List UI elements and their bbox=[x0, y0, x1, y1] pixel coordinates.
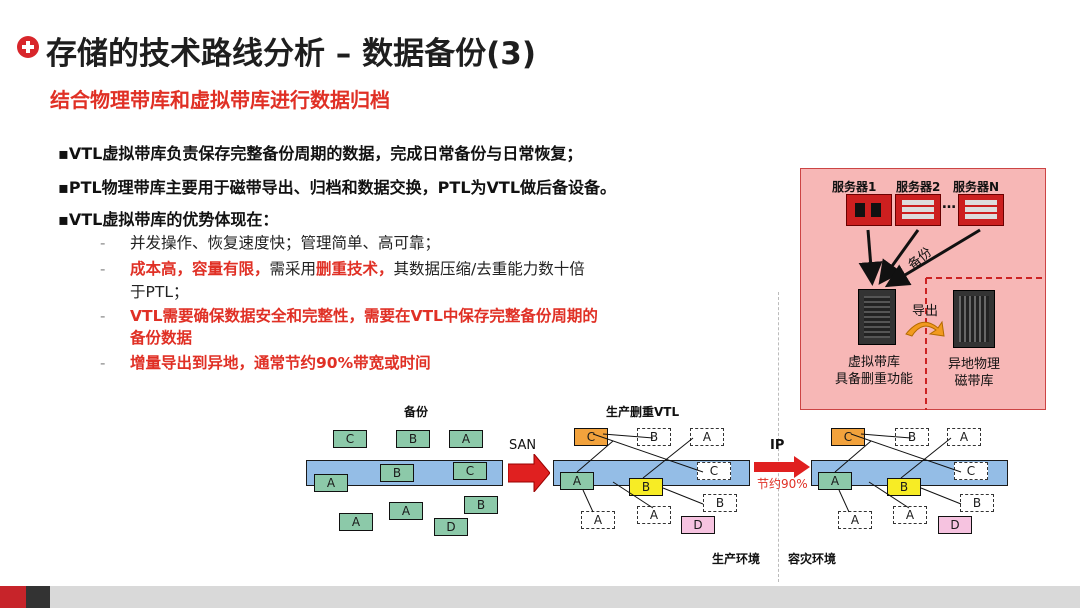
block-ref: A bbox=[581, 511, 615, 529]
sub-item-integrity: VTL需要确保数据安全和完整性，需要在VTL中保存完整备份周期的 bbox=[130, 307, 598, 325]
vertical-divider bbox=[778, 292, 779, 582]
block-b-yellow: B bbox=[629, 478, 663, 496]
dash-marker: - bbox=[100, 307, 106, 325]
page-subtitle: 结合物理带库和虚拟带库进行数据归档 bbox=[50, 88, 390, 112]
vtl-caption: 虚拟带库 具备删重功能 bbox=[826, 354, 922, 388]
block: B bbox=[396, 430, 430, 448]
dr-env-label: 容灾环境 bbox=[788, 552, 837, 566]
block-ref: C bbox=[697, 462, 731, 480]
export-label: 导出 bbox=[912, 304, 939, 319]
dash-marker: - bbox=[100, 260, 106, 278]
bullet-advantages: ▪VTL虚拟带库的优势体现在： bbox=[58, 210, 279, 229]
san-arrow-icon bbox=[508, 454, 550, 492]
block-a-green: A bbox=[818, 472, 852, 490]
block-ref: A bbox=[690, 428, 724, 446]
ip-label: IP bbox=[770, 438, 785, 453]
footer-bar-red bbox=[0, 586, 26, 608]
sub-item-cost: 成本高，容量有限，需采用删重技术，其数据压缩/去重能力数十倍 bbox=[130, 258, 585, 281]
dash-marker: - bbox=[100, 354, 106, 372]
server2-icon bbox=[895, 194, 941, 226]
block-c-orange: C bbox=[574, 428, 608, 446]
block-b-yellow: B bbox=[887, 478, 921, 496]
server1-icon bbox=[846, 194, 892, 226]
block: D bbox=[434, 518, 468, 536]
vtl-caption-line2: 具备删重功能 bbox=[834, 372, 913, 387]
block: B bbox=[380, 464, 414, 482]
block-d-pink: D bbox=[938, 516, 972, 534]
serverN-icon bbox=[958, 194, 1004, 226]
server2-label: 服务器2 bbox=[896, 180, 941, 194]
block-ref: A bbox=[893, 506, 927, 524]
production-env-label: 生产环境 bbox=[712, 552, 761, 566]
backup-arrows bbox=[858, 228, 1046, 410]
ip-arrow-icon bbox=[754, 456, 810, 478]
export-arrow-icon bbox=[905, 320, 945, 337]
plus-circle-icon bbox=[17, 36, 39, 58]
vtl-rack-icon bbox=[858, 289, 896, 345]
sub-item-fast: 并发操作、恢复速度快；管理简单、高可靠； bbox=[130, 234, 441, 252]
ptl-caption: 异地物理 磁带库 bbox=[934, 356, 1014, 390]
block-ref: C bbox=[954, 462, 988, 480]
ptl-caption-line2: 磁带库 bbox=[954, 374, 994, 389]
vtl-caption-line1: 虚拟带库 bbox=[847, 355, 900, 370]
footer-bar-grey bbox=[50, 586, 1080, 608]
sub-item-cost-dedup: 删重技术， bbox=[316, 260, 394, 278]
sub-item-cost-red: 成本高，容量有限， bbox=[130, 260, 270, 278]
block-ref: B bbox=[960, 494, 994, 512]
footer-bar-dark bbox=[26, 586, 50, 608]
block-c-orange: C bbox=[831, 428, 865, 446]
ellipsis: … bbox=[942, 196, 956, 212]
block-d-pink: D bbox=[681, 516, 715, 534]
block: A bbox=[339, 513, 373, 531]
block-ref: A bbox=[838, 511, 872, 529]
block-ref: B bbox=[637, 428, 671, 446]
sub-item-integrity-line2: 备份数据 bbox=[130, 329, 193, 347]
sub-item-cost-rest: 其数据压缩/去重能力数十倍 bbox=[393, 260, 585, 278]
block: A bbox=[449, 430, 483, 448]
dash-marker: - bbox=[100, 234, 106, 252]
block-ref: B bbox=[703, 494, 737, 512]
bullet-vtl: ▪VTL虚拟带库负责保存完整备份周期的数据，完成日常备份与日常恢复； bbox=[58, 144, 583, 163]
ptl-caption-line1: 异地物理 bbox=[947, 357, 1000, 372]
block: C bbox=[453, 462, 487, 480]
block: A bbox=[314, 474, 348, 492]
backup-section-label: 备份 bbox=[404, 405, 429, 419]
saving-label: 节约90% bbox=[757, 477, 808, 491]
block-ref: A bbox=[637, 506, 671, 524]
san-label: SAN bbox=[509, 438, 537, 453]
block-a-green: A bbox=[560, 472, 594, 490]
sub-item-incremental: 增量导出到异地，通常节约90%带宽或时间 bbox=[130, 354, 431, 372]
ptl-rack-icon bbox=[953, 290, 995, 348]
block-ref: A bbox=[947, 428, 981, 446]
server1-label: 服务器1 bbox=[832, 180, 877, 194]
serverN-label: 服务器N bbox=[953, 180, 1000, 194]
block: B bbox=[464, 496, 498, 514]
dedup-pointer-lines bbox=[576, 433, 962, 513]
sub-item-cost-mid: 需采用 bbox=[269, 260, 317, 278]
block: A bbox=[389, 502, 423, 520]
page-title: 存储的技术路线分析 – 数据备份(3) bbox=[46, 36, 536, 72]
block: C bbox=[333, 430, 367, 448]
sub-item-cost-line2: 于PTL； bbox=[130, 283, 189, 301]
bullet-ptl: ▪PTL物理带库主要用于磁带导出、归档和数据交换，PTL为VTL做后备设备。 bbox=[58, 178, 617, 197]
vtl-section-label: 生产删重VTL bbox=[606, 405, 680, 419]
